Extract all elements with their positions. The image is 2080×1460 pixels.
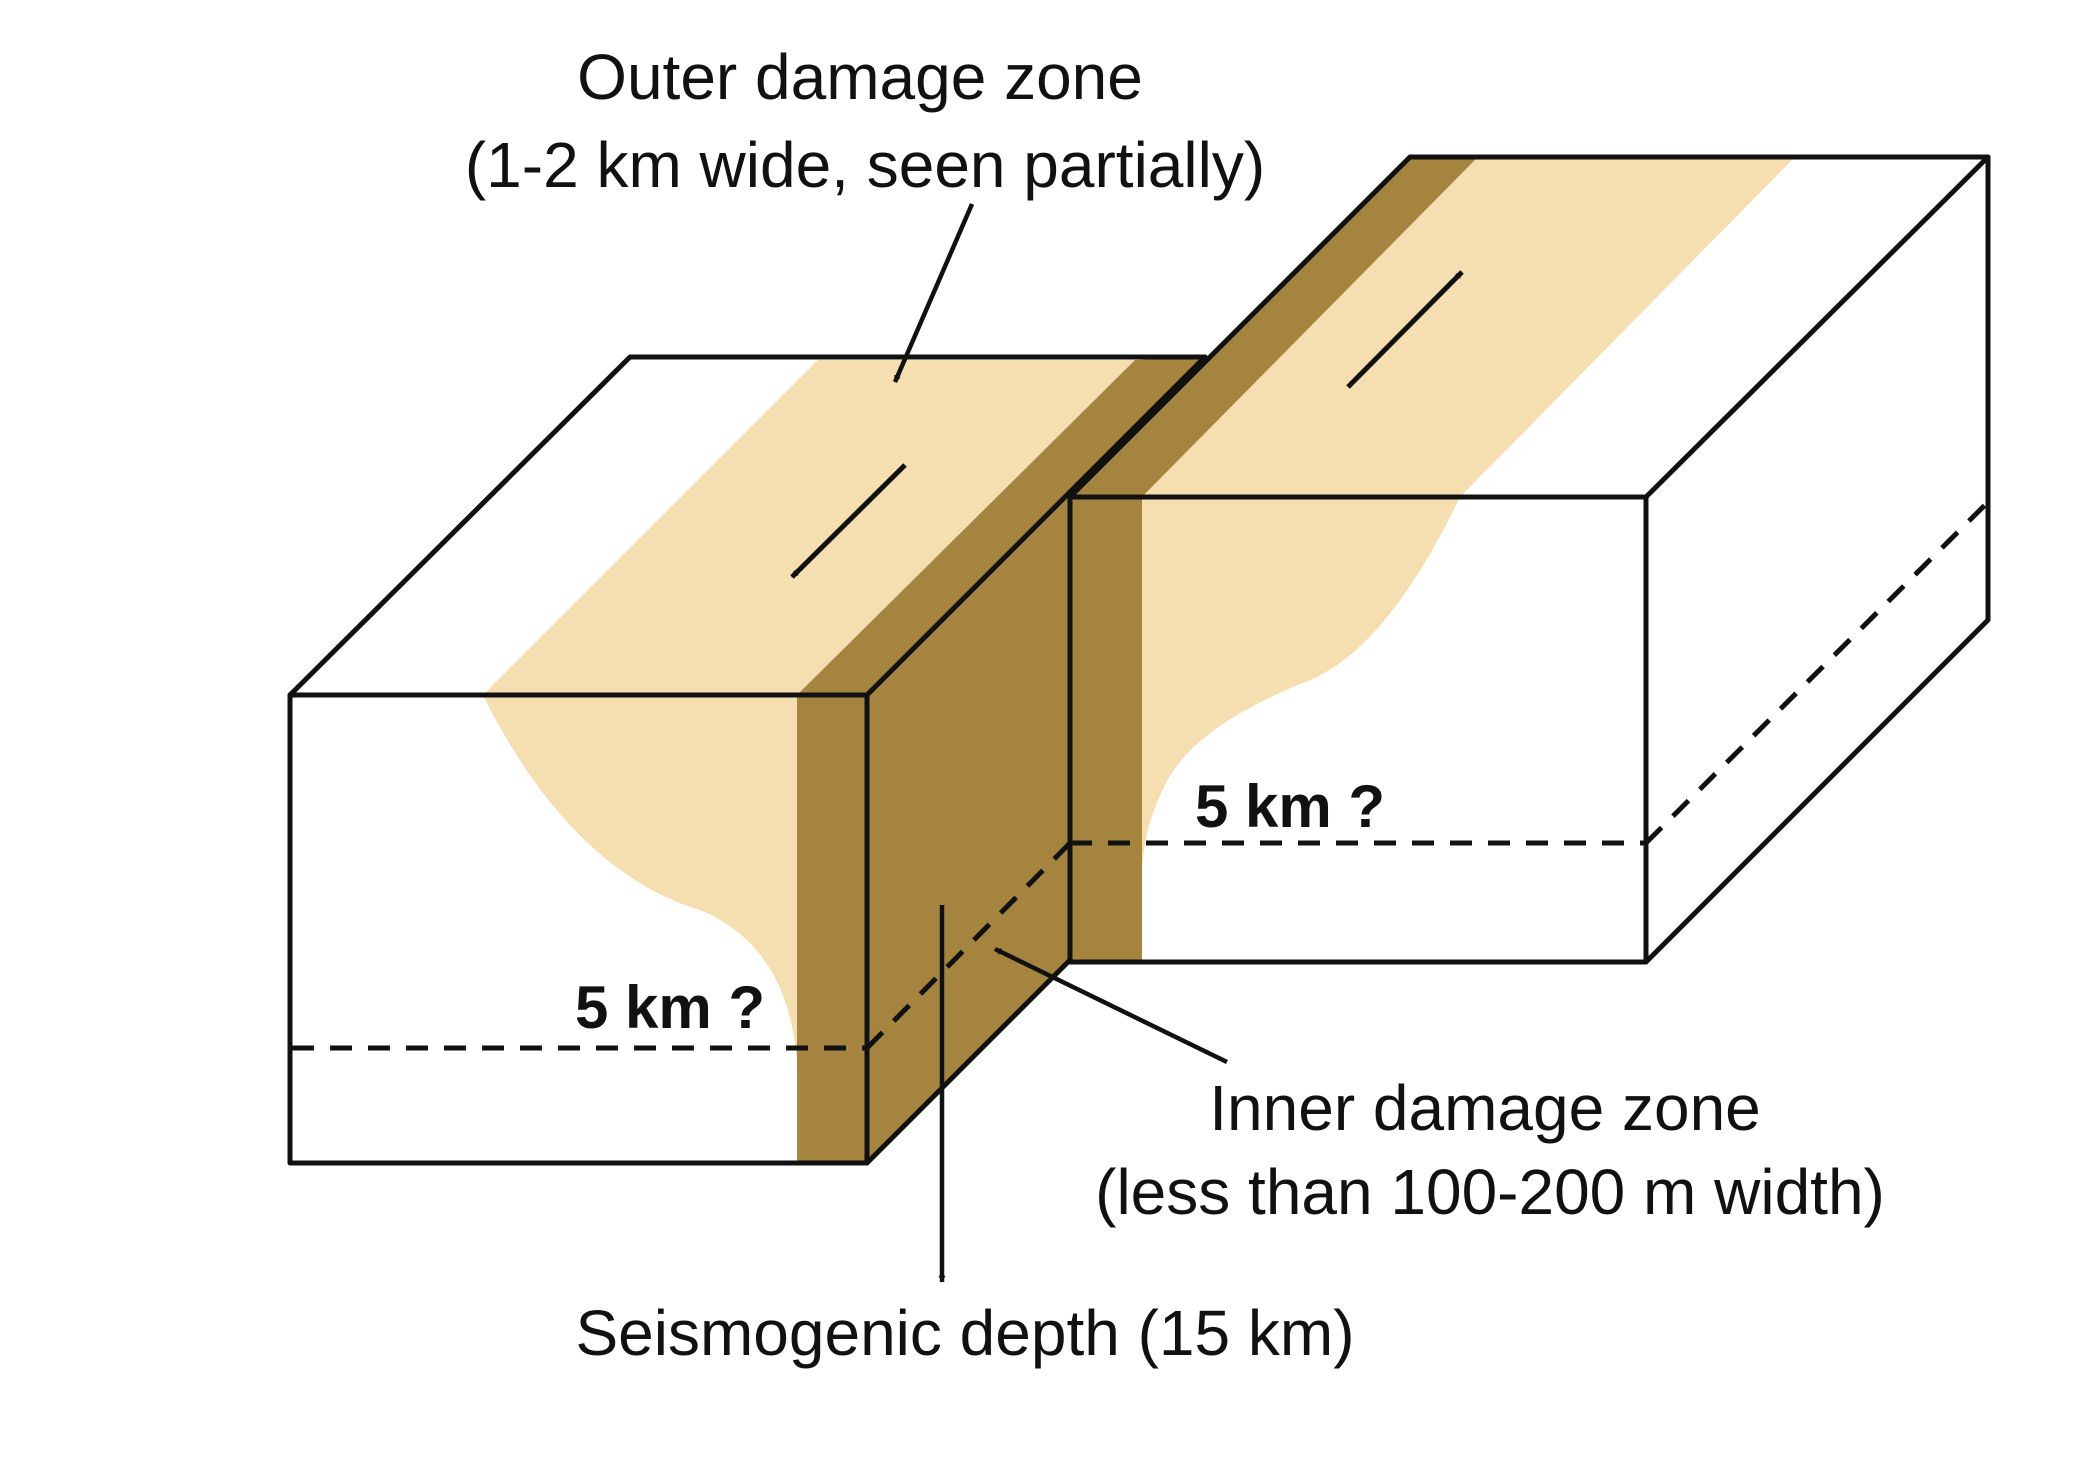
left-depth-label: 5 km ? [575, 974, 765, 1041]
left-outer-damage-zone-top [483, 360, 1135, 695]
right-depth-label: 5 km ? [1195, 773, 1385, 840]
right-outer-damage-zone-top [1142, 157, 1795, 497]
inner-zone-leader-arrow [994, 946, 1228, 1065]
right-outer-damage-zone-front [1142, 497, 1460, 870]
outer-zone-label-line1: Outer damage zone [577, 41, 1143, 113]
left-inner-damage-zone-top [797, 357, 1205, 695]
right-block-top-outline [1067, 154, 1991, 500]
left-block-slip-arrow [790, 463, 907, 579]
right-inner-damage-zone-front [1070, 497, 1142, 962]
right-block-front-outline [1067, 494, 1649, 965]
inner-zone-label-line1: Inner damage zone [1209, 1072, 1761, 1144]
left-inner-damage-zone-front [797, 695, 867, 1163]
outer-zone-label-line2: (1-2 km wide, seen partially) [465, 129, 1265, 201]
right-block [1067, 154, 1991, 965]
left-block [287, 354, 1208, 1166]
seismogenic-depth-label: Seismogenic depth (15 km) [575, 1297, 1354, 1369]
right-block-side-outline [1643, 154, 1991, 965]
outer-zone-leader-arrow [892, 203, 975, 383]
right-inner-damage-zone-top [1070, 157, 1478, 497]
fault-plane-5km-dashed-line [865, 841, 1072, 1050]
left-block-bottom-side-edge [864, 957, 1073, 1166]
left-block-top-outline [287, 354, 1208, 698]
left-block-top-front-edge [864, 354, 1208, 698]
left-block-front-outline [287, 692, 870, 1166]
right-5km-dashed-line-side [1644, 500, 1990, 845]
left-outer-damage-zone-front [483, 695, 797, 1060]
inner-zone-label-line2: (less than 100-200 m width) [1095, 1156, 1885, 1228]
fault-plane-face [867, 495, 1070, 1163]
right-block-slip-arrow [1346, 270, 1464, 389]
